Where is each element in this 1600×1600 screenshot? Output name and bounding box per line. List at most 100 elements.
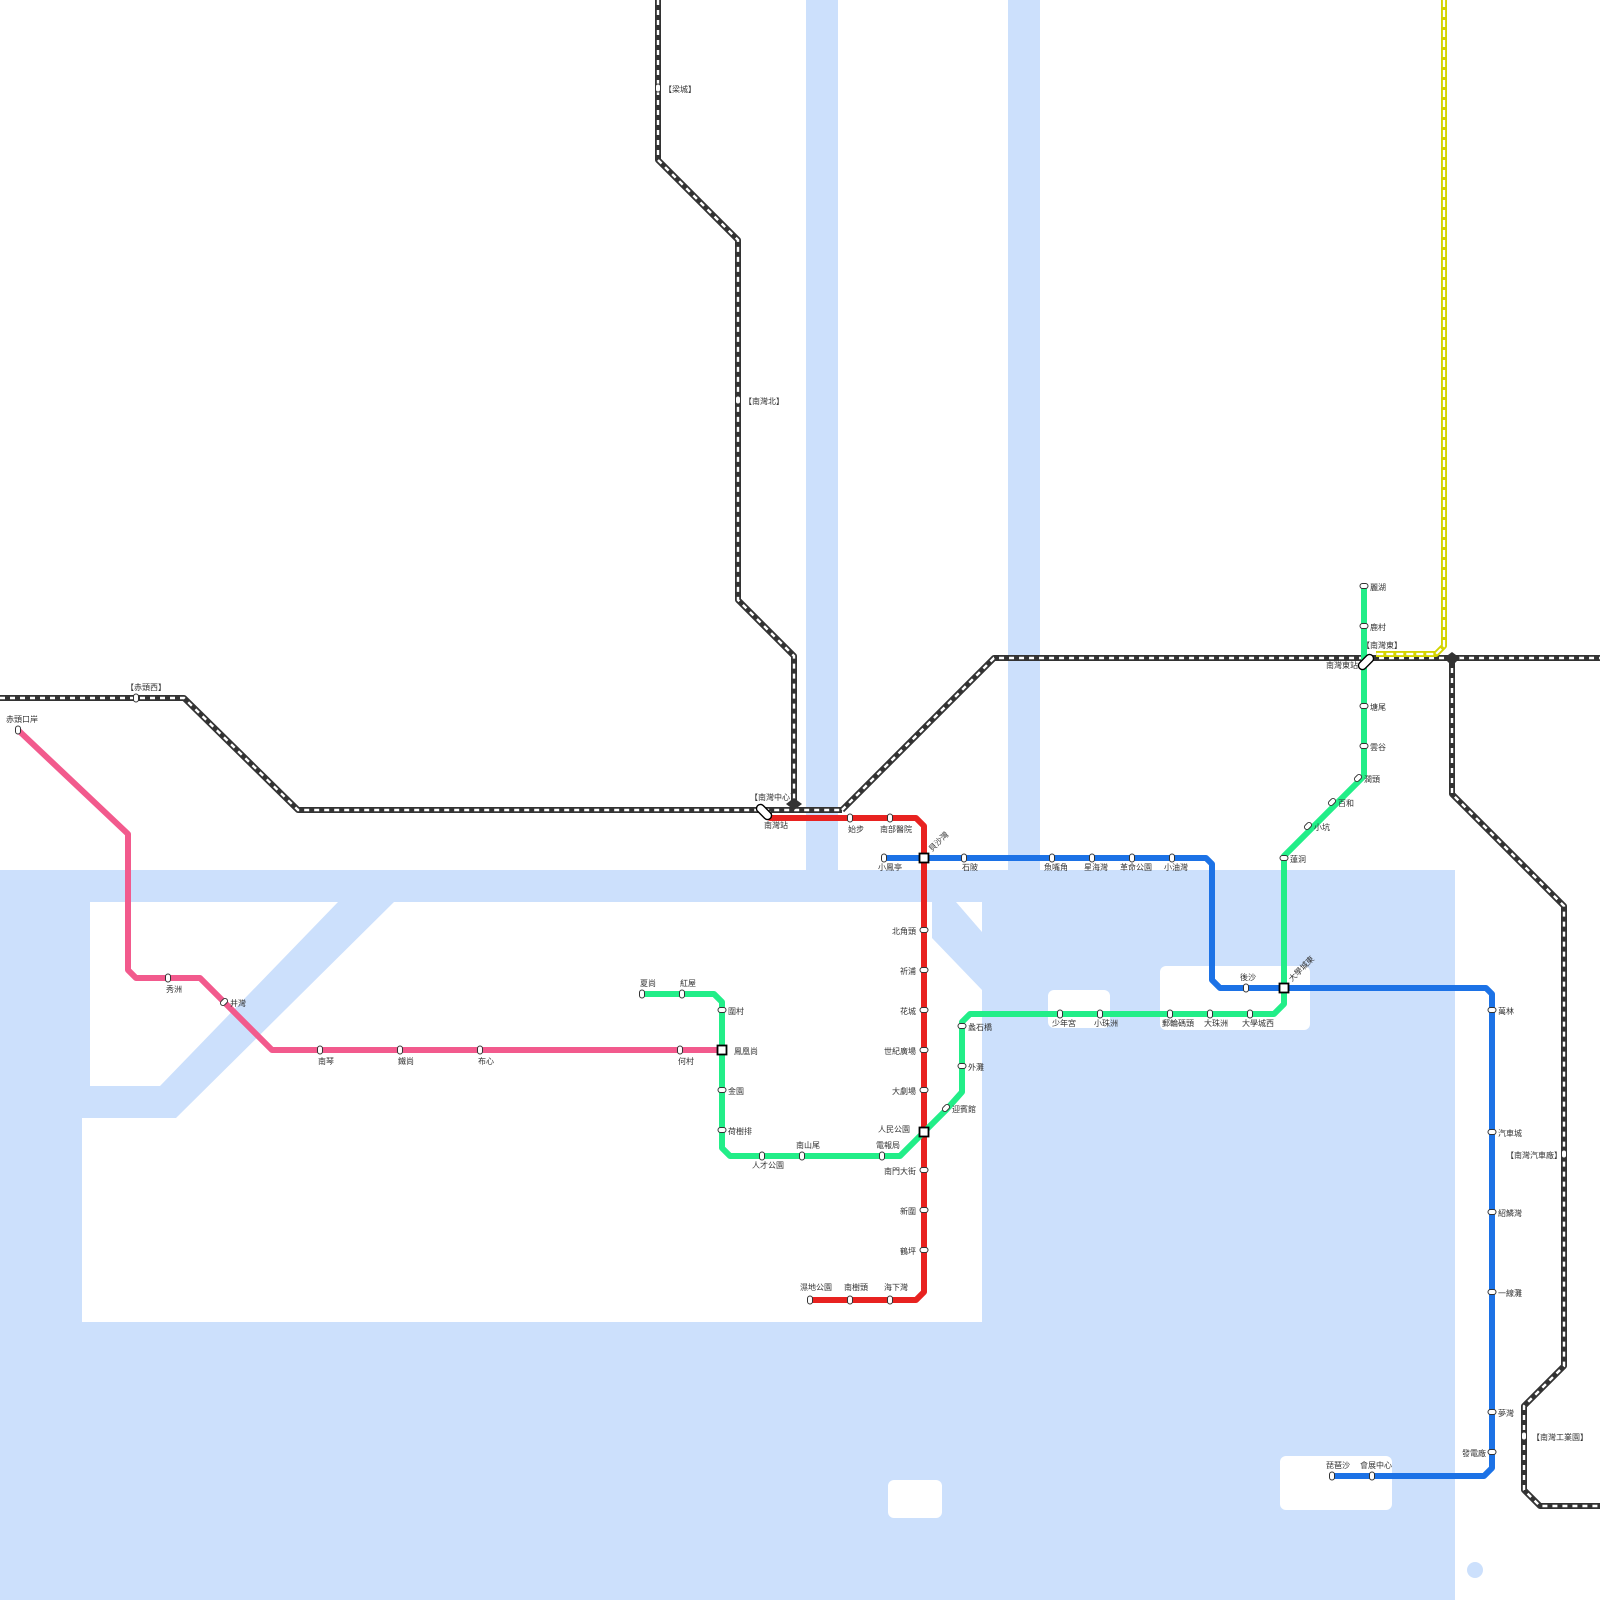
station-65-marker: [1207, 1009, 1213, 1019]
station-22-marker: [879, 1151, 885, 1161]
station-36-marker: [887, 1295, 893, 1305]
station-26-label: 貝沙灣: [926, 829, 950, 853]
station-13-marker: [677, 1045, 683, 1055]
station-15-label: 紅屋: [680, 978, 696, 988]
islet: [956, 902, 982, 932]
station-52-label: 發電廠: [1462, 1448, 1486, 1458]
station-30-label: 世紀廣場: [884, 1046, 916, 1056]
station-16-label: 圍村: [728, 1006, 744, 1016]
station-39-label: 小鳳亭: [878, 862, 902, 872]
station-26-interchange: [918, 852, 930, 864]
station-29-label: 花城: [900, 1006, 916, 1016]
station-67-label: 小珠洲: [1094, 1018, 1118, 1028]
station-8-marker: [165, 973, 171, 983]
station-48-label: 汽車城: [1498, 1128, 1522, 1138]
station-60-marker: [1353, 773, 1363, 783]
station-9-marker: [219, 997, 229, 1007]
station-40-label: 石陂: [962, 862, 978, 872]
station-55-marker: [1359, 583, 1369, 589]
station-8-label: 秀洲: [166, 984, 182, 994]
station-16-marker: [717, 1007, 727, 1013]
station-53-marker: [1369, 1471, 1375, 1481]
station-52-marker: [1487, 1449, 1497, 1455]
station-66-marker: [1167, 1009, 1173, 1019]
station-62-marker: [1303, 821, 1313, 831]
station-54-marker: [1329, 1471, 1335, 1481]
station-6-marker: [1521, 1431, 1527, 1441]
station-25-marker: [887, 813, 893, 823]
station-11-label: 鐵尚: [398, 1056, 414, 1066]
rail-junction-north: [786, 798, 802, 810]
station-17-interchange: [716, 1044, 728, 1056]
pink-line: [15, 727, 725, 1053]
station-66-label: 郵輪碼頭: [1162, 1018, 1194, 1028]
station-49-marker: [1487, 1209, 1497, 1215]
nanwan-hub-marker: [755, 803, 773, 821]
station-70-marker: [957, 1063, 967, 1069]
nanwan-east-hub-marker: [1357, 653, 1375, 671]
water-layer: [0, 0, 1483, 1600]
station-38-label: 濕地公園: [800, 1282, 832, 1292]
station-38-marker: [807, 1295, 813, 1305]
blue-line: [881, 855, 1495, 1479]
station-63-label: 蓮洞: [1290, 854, 1306, 864]
river-west: [806, 0, 838, 880]
station-21-marker: [799, 1151, 805, 1161]
station-63-marker: [1279, 855, 1289, 861]
green-line: [639, 583, 1367, 1159]
station-5-marker: [1561, 1149, 1567, 1159]
station-48-marker: [1487, 1129, 1497, 1135]
station-42-marker: [1089, 853, 1095, 863]
station-44-label: 小油灣: [1164, 862, 1188, 872]
station-27-label: 北角頭: [892, 926, 916, 936]
station-67-marker: [1097, 1009, 1103, 1019]
station-21-label: 南山尾: [796, 1140, 820, 1150]
station-2-marker: [133, 693, 139, 703]
station-2-label: 【赤頭西】: [126, 683, 166, 692]
island-shaonian: [1048, 990, 1110, 1028]
station-34-marker: [919, 1207, 929, 1213]
station-12-marker: [477, 1045, 483, 1055]
station-43-marker: [1129, 853, 1135, 863]
pond: [1467, 1562, 1483, 1578]
station-34-label: 新圍: [900, 1206, 916, 1216]
rail-west: [0, 695, 842, 813]
station-42-label: 星海灣: [1084, 862, 1108, 872]
station-60-label: 潤頭: [1364, 774, 1380, 784]
station-19-label: 荷樹排: [728, 1126, 752, 1136]
station-41-label: 魚嘴角: [1044, 862, 1068, 872]
station-53-label: 會展中心: [1360, 1460, 1392, 1470]
station-64-label: 大學城西: [1242, 1018, 1274, 1028]
station-12-label: 布心: [478, 1056, 494, 1066]
station-62-label: 小坑: [1314, 822, 1330, 832]
station-1-label: 【南灣北】: [744, 396, 784, 406]
river-east: [1008, 0, 1040, 880]
station-49-label: 紹鱗灣: [1498, 1208, 1522, 1218]
station-41-marker: [1049, 853, 1055, 863]
station-68-label: 少年宮: [1052, 1018, 1076, 1028]
station-22-label: 電報局: [876, 1141, 900, 1150]
station-25-label: 南部醫院: [880, 824, 912, 834]
station-24-label: 始步: [848, 824, 864, 834]
station-55-label: 麗湖: [1370, 583, 1386, 592]
station-64-marker: [1247, 1009, 1253, 1019]
station-10-label: 南琴: [318, 1056, 334, 1066]
station-0-marker: [655, 83, 661, 93]
station-58-label: 塘尾: [1370, 702, 1386, 712]
station-56-label: 鹿村: [1370, 622, 1386, 632]
station-59-marker: [1359, 743, 1369, 749]
station-10-marker: [317, 1045, 323, 1055]
station-36-label: 海下灣: [884, 1282, 908, 1292]
station-51-marker: [1487, 1409, 1497, 1415]
labels-layer: 【梁城】【南灣北】【赤頭西】【南灣中心】【南灣東】【南灣汽車廠】【南灣工業園】赤…: [6, 85, 1588, 1470]
station-23-label: 南灣站: [764, 820, 788, 830]
station-33-marker: [919, 1167, 929, 1173]
station-65-label: 大珠洲: [1204, 1018, 1228, 1028]
station-61-label: 百和: [1338, 799, 1354, 808]
station-45-marker: [1243, 983, 1249, 993]
station-9-label: 井灣: [230, 998, 246, 1008]
station-27-marker: [919, 927, 929, 933]
station-32-label: 人民公園: [878, 1125, 910, 1134]
